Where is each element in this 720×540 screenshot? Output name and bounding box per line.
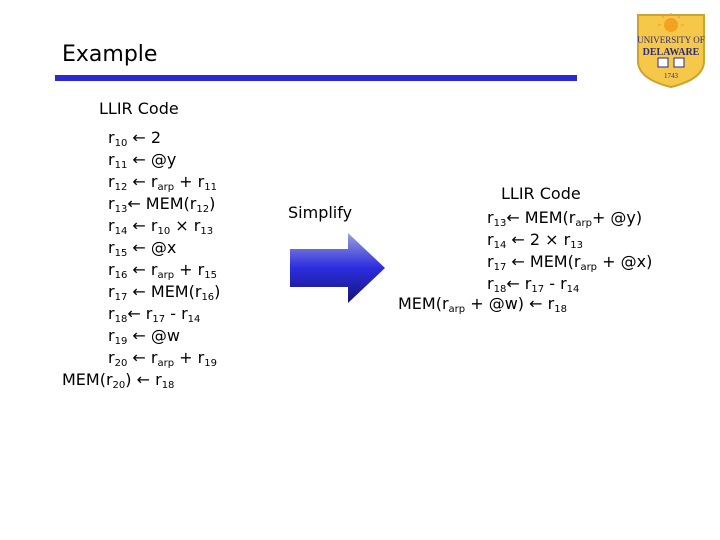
left-code-line: r16 ← rarp + r15 — [108, 260, 217, 281]
right-code-last-line: MEM(rarp + @w) ← r18 — [398, 294, 567, 315]
title-underline — [55, 75, 577, 81]
left-code-line: r14 ← r10 × r13 — [108, 216, 214, 237]
left-code-block: r10 ← 2 r11 ← @y r12 ← rarp + r11 r13← M… — [108, 127, 220, 369]
left-code-line: r11 ← @y — [108, 150, 177, 171]
right-code-block: r13← MEM(rarp+ @y) r14 ← 2 × r13 r17 ← M… — [487, 207, 652, 295]
left-code-line: r17 ← MEM(r16) — [108, 282, 221, 303]
svg-text:DELAWARE: DELAWARE — [643, 47, 700, 58]
left-code-line: r12 ← rarp + r11 — [108, 172, 217, 193]
left-code-line: r18← r17 - r14 — [108, 304, 201, 325]
svg-text:UNIVERSITY OF: UNIVERSITY OF — [637, 35, 704, 45]
simplify-arrow — [290, 233, 385, 307]
left-code-line: r10 ← 2 — [108, 128, 162, 149]
slide-title: Example — [62, 42, 158, 67]
right-code-line: r14 ← 2 × r13 — [487, 230, 583, 251]
left-code-line: r20 ← rarp + r19 — [108, 348, 217, 369]
svg-text:1743: 1743 — [664, 72, 679, 80]
left-code-header: LLIR Code — [99, 99, 179, 118]
right-code-header: LLIR Code — [501, 184, 581, 203]
left-code-line: r15 ← @x — [108, 238, 177, 259]
simplify-label: Simplify — [288, 203, 353, 222]
left-code-line: r13← MEM(r12) — [108, 194, 216, 215]
right-code-line: r17 ← MEM(rarp + @x) — [487, 252, 653, 273]
right-code-line: r13← MEM(rarp+ @y) — [487, 208, 643, 229]
left-code-last-line: MEM(r20) ← r18 — [62, 370, 175, 391]
university-logo: UNIVERSITY OF DELAWARE 1743 — [636, 13, 706, 89]
right-code-line: r18← r17 - r14 — [487, 274, 580, 295]
left-code-line: r19 ← @w — [108, 326, 180, 347]
